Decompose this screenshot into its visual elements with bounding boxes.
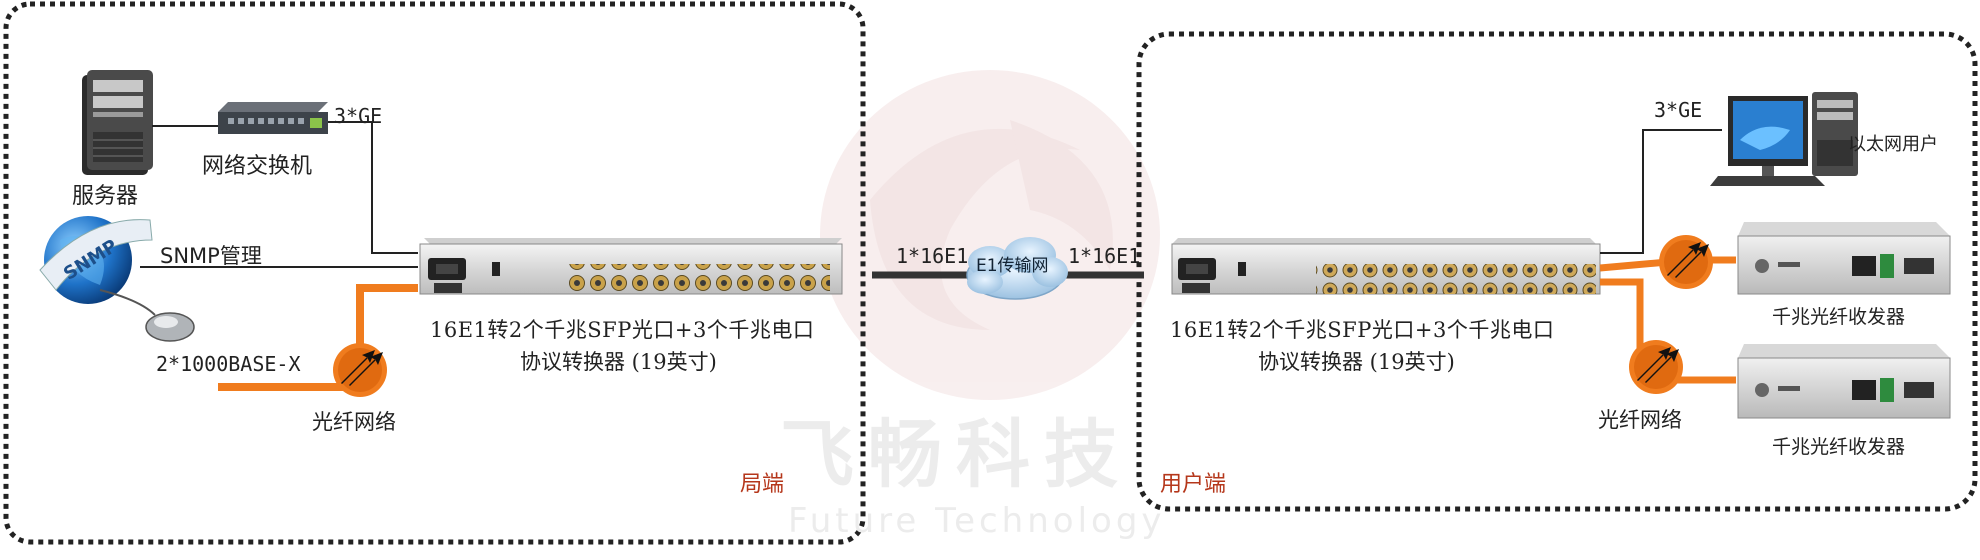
watermark-logo <box>820 70 1160 400</box>
remote-fiber-network-label: 光纤网络 <box>1598 408 1682 432</box>
watermark-en-text: Future Technology <box>788 501 1166 541</box>
local-region-label: 局端 <box>740 472 785 497</box>
remote-ge-label: 3*GE <box>1654 98 1703 122</box>
e1-network-label: E1传输网 <box>976 256 1049 276</box>
remote-fiber-cable-2 <box>1600 278 1736 384</box>
local-ge-label: 3*GE <box>334 104 383 128</box>
local-fiber-cable <box>218 284 418 391</box>
remote-region-label: 用户端 <box>1160 472 1227 497</box>
transceiver-2-label: 千兆光纤收发器 <box>1772 436 1906 458</box>
link-left-label: 1*16E1 <box>896 244 969 268</box>
pc-label: 以太网用户 <box>1848 134 1938 155</box>
local-device-name-line1: 16E1转2个千兆SFP光口+3个千兆电口 <box>430 318 815 342</box>
remote-pc-cable <box>1600 129 1722 254</box>
remote-device-name-line2: 协议转换器 (19英寸) <box>1258 350 1455 374</box>
pc-icon <box>1710 92 1858 186</box>
server-label: 服务器 <box>72 184 139 209</box>
transceiver-2-icon <box>1737 344 1951 419</box>
snmp-management-label: SNMP管理 <box>160 244 262 268</box>
local-fiber-network-label: 光纤网络 <box>312 410 396 434</box>
local-region-border <box>3 1 866 545</box>
switch-icon <box>218 102 328 134</box>
transceiver-1-label: 千兆光纤收发器 <box>1772 306 1906 328</box>
switch-device-cable <box>328 121 418 254</box>
mouse-icon <box>99 289 195 342</box>
remote-region-border <box>1136 31 1978 512</box>
remote-device-name-line1: 16E1转2个千兆SFP光口+3个千兆电口 <box>1170 318 1555 342</box>
local-fiber-network-icon <box>333 343 387 397</box>
watermark-cn-text: 飞畅科技 <box>780 412 1132 498</box>
local-fiber-label: 2*1000BASE-X <box>156 352 301 376</box>
remote-fiber-network-icon-2 <box>1629 340 1683 394</box>
remote-fiber-network-icon-1 <box>1659 235 1713 289</box>
link-right-label: 1*16E1 <box>1068 244 1141 268</box>
remote-protocol-converter <box>1171 238 1601 295</box>
e1-network-cloud-icon <box>966 237 1068 300</box>
snmp-globe-icon: SNMP <box>39 216 153 304</box>
local-protocol-converter <box>419 238 843 295</box>
switch-label: 网络交换机 <box>202 154 313 179</box>
local-device-name-line2: 协议转换器 (19英寸) <box>520 350 717 374</box>
transceiver-1-icon <box>1737 222 1951 295</box>
server-icon <box>82 70 153 175</box>
